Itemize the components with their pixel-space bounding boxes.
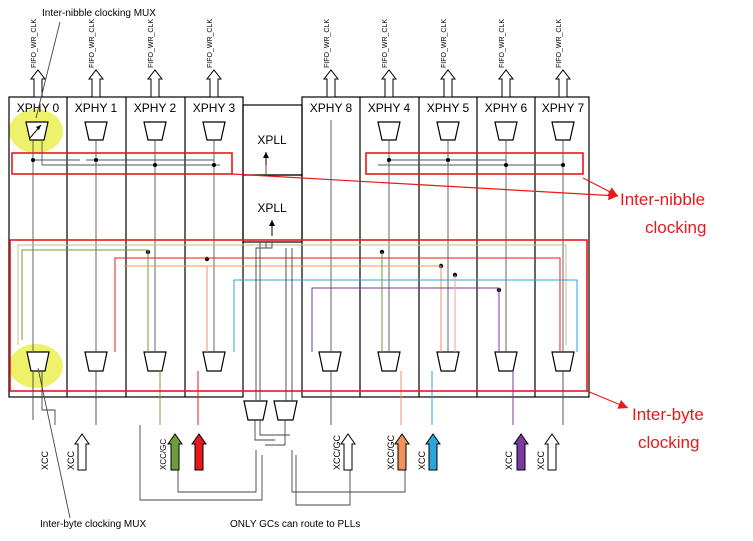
- mux-icon: [25, 121, 49, 141]
- annotation-pointers: [35, 21, 71, 519]
- input-arrow-icon: [425, 433, 441, 471]
- bank-wires: [32, 120, 564, 352]
- fifo-arrow-icon: [29, 69, 47, 98]
- mux-icon: [551, 351, 575, 372]
- mux-icon: [143, 351, 167, 372]
- mux-icon: [377, 351, 401, 372]
- bank-label: XPHY 2: [134, 101, 177, 115]
- fifo-label: FIFO_WR_CLK: [89, 19, 96, 68]
- mux-icon: [318, 351, 342, 372]
- fifo-label: FIFO_WR_CLK: [31, 19, 38, 68]
- fifo-label: FIFO_WR_CLK: [499, 19, 506, 68]
- input-label: XCC: [504, 450, 514, 470]
- fifo-arrow-icon: [439, 69, 457, 98]
- nibble-region-left: [11, 152, 233, 175]
- mux-icon: [26, 351, 50, 372]
- inter-byte-mux-annotation: Inter-byte clocking MUX: [40, 519, 146, 530]
- fifo-arrow-icon: [497, 69, 515, 98]
- region-boxes: [9, 152, 588, 392]
- gc-note: ONLY GCs can route to PLLs: [230, 519, 360, 530]
- mux-icon: [494, 121, 518, 141]
- callout-arrows: [231, 173, 629, 409]
- input-arrow-icon: [513, 433, 529, 471]
- mux-icon: [436, 351, 460, 372]
- inter-nibble-title-line1: Inter-nibble: [620, 190, 705, 209]
- input-buffers: [74, 433, 560, 471]
- bank-label: XPHY 6: [485, 101, 528, 115]
- mux-icon: [84, 351, 108, 372]
- fifo-label: FIFO_WR_CLK: [441, 19, 448, 68]
- fifo-label: FIFO_WR_CLK: [556, 19, 563, 68]
- fifo-label: FIFO_WR_CLK: [148, 19, 155, 68]
- input-arrow-icon: [167, 433, 183, 471]
- bank-label: XPHY 4: [368, 101, 411, 115]
- mux-icon: [243, 400, 268, 421]
- fifo-clock-outputs: [29, 69, 572, 98]
- input-label: XCC: [417, 450, 427, 470]
- bank-label: XPHY 1: [75, 101, 118, 115]
- byte-muxes: [26, 351, 575, 372]
- mux-icon: [273, 400, 298, 421]
- mux-icon: [143, 121, 167, 141]
- input-label: XCC: [66, 450, 76, 470]
- fifo-label: FIFO_WR_CLK: [207, 19, 214, 68]
- input-label: XCC/GC: [332, 434, 342, 470]
- bank-label: XPHY 5: [427, 101, 470, 115]
- xpll-arrows: [263, 152, 275, 236]
- pll-muxes: [243, 400, 298, 421]
- xpll-label: XPLL: [257, 133, 287, 147]
- xpll-label: XPLL: [257, 201, 287, 215]
- byte-region: [9, 239, 588, 392]
- inter-nibble-title-line2: clocking: [645, 218, 706, 237]
- mux-icon: [202, 121, 226, 141]
- input-label: XCC/GC: [386, 434, 396, 470]
- input-label: XCC: [536, 450, 546, 470]
- fifo-labels: FIFO_WR_CLK FIFO_WR_CLK FIFO_WR_CLK FIFO…: [31, 19, 563, 68]
- input-arrow-icon: [544, 433, 560, 471]
- input-label: XCC: [40, 450, 50, 470]
- fifo-label: FIFO_WR_CLK: [324, 19, 331, 68]
- mux-icon: [202, 351, 226, 372]
- input-labels: XCC XCC XCC/GC XCC/GC XCC/GC XCC XCC XCC: [40, 434, 546, 470]
- inter-byte-routing: [17, 244, 578, 425]
- inter-byte-title-line1: Inter-byte: [632, 405, 704, 424]
- bank-label: XPHY 8: [310, 101, 353, 115]
- input-arrow-icon: [74, 433, 90, 471]
- input-label: XCC/GC: [159, 439, 168, 470]
- mux-icon: [377, 121, 401, 141]
- fifo-arrow-icon: [380, 69, 398, 98]
- bank-label: XPHY 3: [193, 101, 236, 115]
- bank-label: XPHY 7: [542, 101, 585, 115]
- nibble-mux-arrow: [29, 124, 42, 139]
- mux-icon: [551, 121, 575, 141]
- mux-icon: [436, 121, 460, 141]
- bank-labels: XPHY 0 XPHY 1 XPHY 2 XPHY 3 XPHY 8 XPHY …: [17, 101, 585, 115]
- mux-icon: [494, 351, 518, 372]
- nibble-muxes: [25, 121, 575, 141]
- fifo-arrow-icon: [554, 69, 572, 98]
- fifo-arrow-icon: [87, 69, 105, 98]
- input-arrow-icon: [191, 433, 207, 471]
- fifo-label: FIFO_WR_CLK: [382, 19, 389, 68]
- fifo-arrow-icon: [322, 69, 340, 98]
- input-arrow-icon: [340, 433, 356, 471]
- inter-byte-title-line2: clocking: [638, 433, 699, 452]
- fifo-arrow-icon: [146, 69, 164, 98]
- input-arrow-icon: [394, 433, 410, 471]
- pll-routing: [32, 165, 564, 506]
- mux-icon: [84, 121, 108, 141]
- inter-nibble-mux-annotation: Inter-nibble clocking MUX: [42, 8, 156, 19]
- nibble-region-right: [365, 152, 584, 175]
- fifo-arrow-icon: [205, 69, 223, 98]
